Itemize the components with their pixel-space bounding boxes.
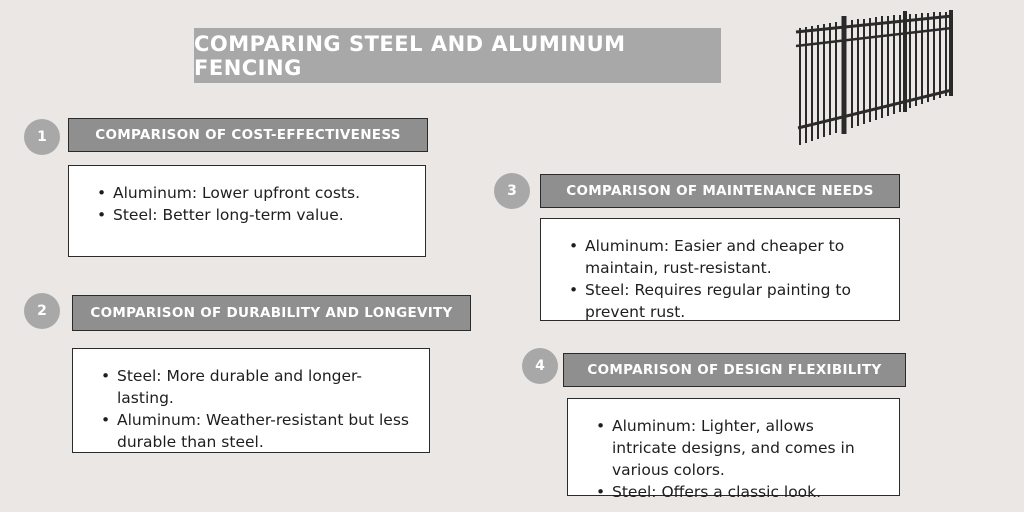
metal-fence-panel-icon — [795, 10, 953, 145]
bullet-list: Aluminum: Lighter, allows intricate desi… — [596, 415, 879, 503]
bullet-list: Steel: More durable and longer-lasting. … — [101, 365, 409, 453]
section-header-cost: Comparison of Cost-Effectiveness — [68, 118, 428, 152]
bullet-item: Steel: Offers a classic look. — [596, 481, 879, 503]
section-heading: Comparison of Design Flexibility — [587, 362, 882, 378]
bullet-item: Steel: More durable and longer-lasting. — [101, 365, 409, 409]
bullet-item: Aluminum: Easier and cheaper to maintain… — [569, 235, 879, 279]
section-heading: Comparison of Durability and Longevity — [90, 305, 453, 321]
section-number-2: 2 — [24, 293, 60, 329]
title-banner: Comparing Steel and Aluminum Fencing — [194, 28, 721, 83]
section-content-maintenance: Aluminum: Easier and cheaper to maintain… — [540, 218, 900, 321]
section-content-cost: Aluminum: Lower upfront costs. Steel: Be… — [68, 165, 426, 257]
section-heading: Comparison of Maintenance Needs — [566, 183, 874, 199]
section-header-maintenance: Comparison of Maintenance Needs — [540, 174, 900, 208]
section-heading: Comparison of Cost-Effectiveness — [95, 127, 401, 143]
bullet-item: Steel: Requires regular painting to prev… — [569, 279, 879, 323]
page-title: Comparing Steel and Aluminum Fencing — [194, 31, 626, 80]
bullet-item: Steel: Better long-term value. — [97, 204, 405, 226]
section-header-durability: Comparison of Durability and Longevity — [72, 295, 471, 331]
section-content-design: Aluminum: Lighter, allows intricate desi… — [567, 398, 900, 503]
bullet-item: Aluminum: Lighter, allows intricate desi… — [596, 415, 879, 481]
section-content-durability: Steel: More durable and longer-lasting. … — [72, 348, 430, 453]
section-number-1: 1 — [24, 119, 60, 155]
bullet-item: Aluminum: Weather-resistant but less dur… — [101, 409, 409, 453]
bullet-list: Aluminum: Lower upfront costs. Steel: Be… — [97, 182, 405, 226]
bullet-list: Aluminum: Easier and cheaper to maintain… — [569, 235, 879, 323]
section-number-4: 4 — [522, 348, 558, 384]
section-number-3: 3 — [494, 173, 530, 209]
section-header-design: Comparison of Design Flexibility — [563, 353, 906, 387]
bullet-item: Aluminum: Lower upfront costs. — [97, 182, 405, 204]
